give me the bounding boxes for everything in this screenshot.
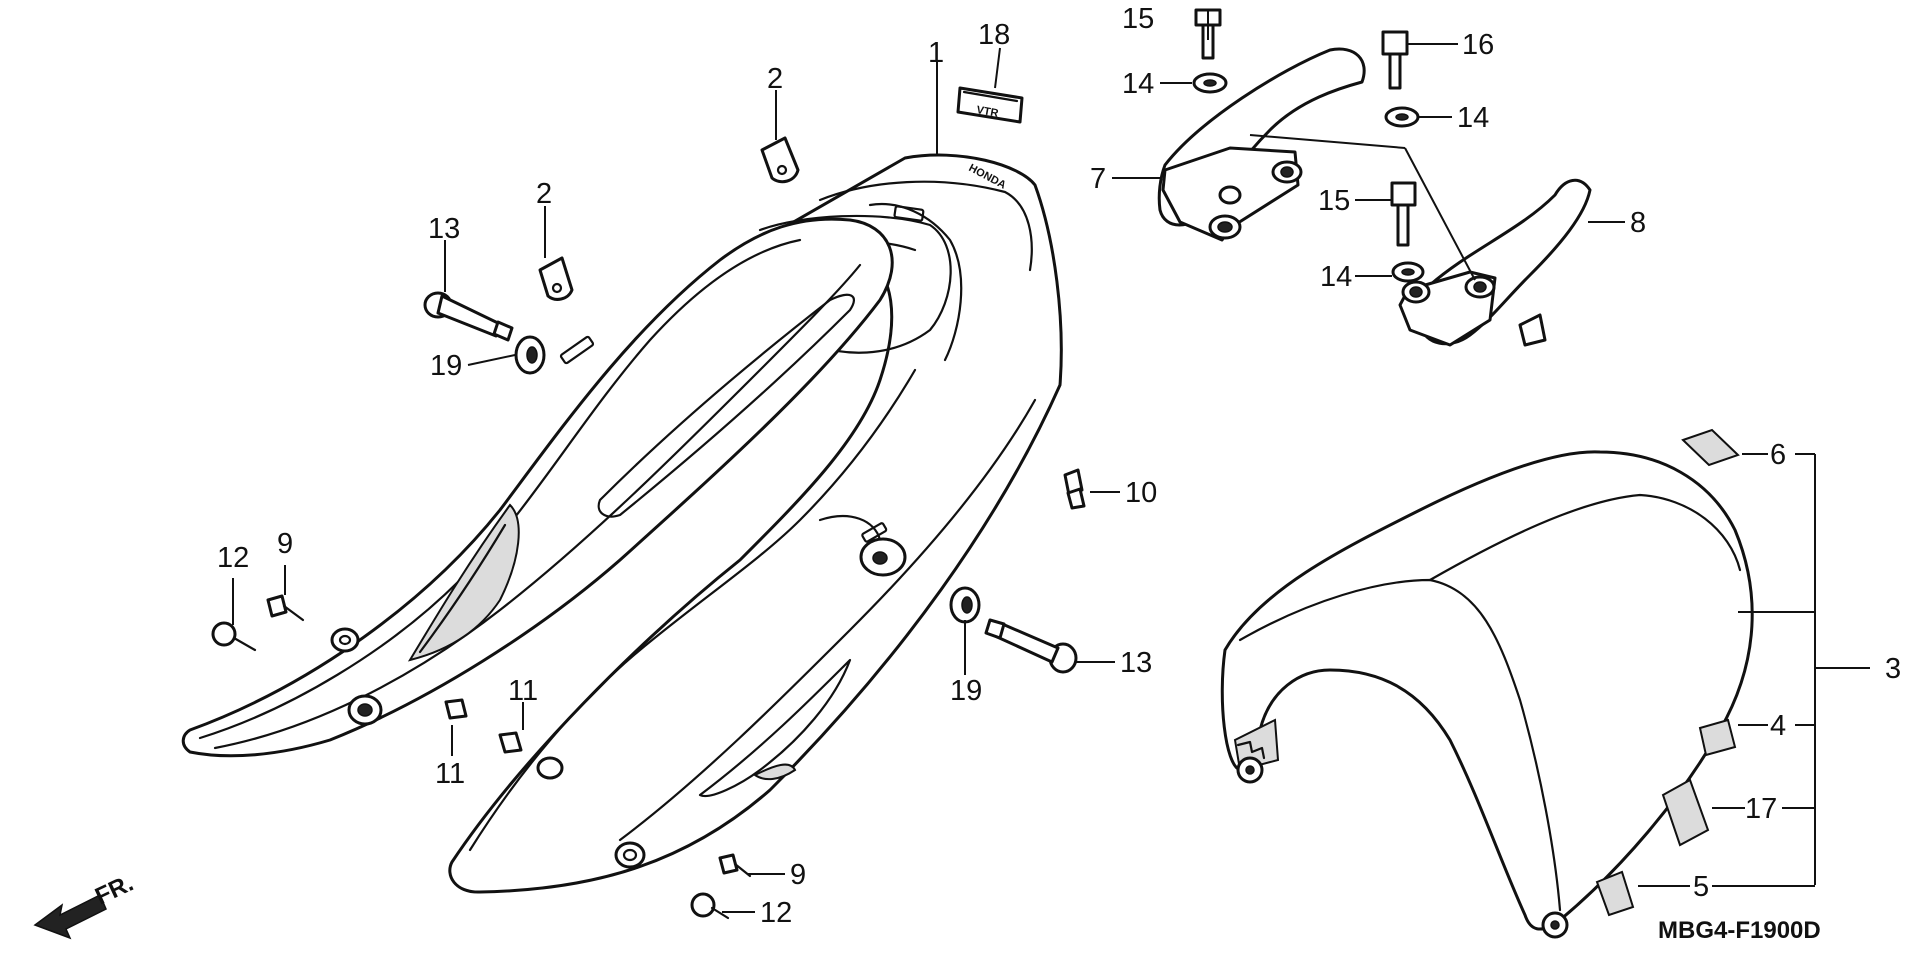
washer-14-right xyxy=(1384,106,1420,128)
collar-bolt-13-lower xyxy=(984,618,1078,674)
tab-clip-lower xyxy=(538,256,574,301)
front-arrow-icon xyxy=(33,893,107,940)
rear-cowl: HONDA xyxy=(448,153,1063,894)
callout-labels: 1 2 2 3 4 5 6 7 8 9 9 10 11 11 12 12 13 … xyxy=(217,3,1901,929)
washer-14-mid xyxy=(1391,261,1425,283)
callout-2-lower: 2 xyxy=(536,178,552,210)
pad-17 xyxy=(1661,778,1710,847)
callout-11-left: 11 xyxy=(435,758,465,790)
callout-15-top: 15 xyxy=(1122,3,1154,35)
pad-5 xyxy=(1595,870,1635,917)
callout-1: 1 xyxy=(928,37,944,69)
vtr-emblem: VTR xyxy=(956,86,1024,124)
callout-13-upper: 13 xyxy=(428,213,460,245)
front-direction-indicator: FR. xyxy=(33,870,138,940)
bolt-12-left xyxy=(211,621,257,652)
tab-clip-upper xyxy=(760,136,800,184)
callout-12-left: 12 xyxy=(217,542,249,574)
washer-14-top xyxy=(1192,72,1228,94)
diagram-code: MBG4-F1900D xyxy=(1658,917,1821,944)
callout-14-right: 14 xyxy=(1457,102,1489,134)
grab-rail-right xyxy=(1398,179,1592,347)
screw-10 xyxy=(1063,468,1086,510)
callout-10: 10 xyxy=(1125,477,1157,509)
callout-17: 17 xyxy=(1745,793,1777,825)
pad-6 xyxy=(1681,428,1740,467)
callout-5: 5 xyxy=(1693,871,1709,903)
callout-3: 3 xyxy=(1885,653,1901,685)
callout-19-lower: 19 xyxy=(950,675,982,707)
callout-14-top: 14 xyxy=(1122,68,1154,100)
emblem-text: VTR xyxy=(975,104,999,120)
seat xyxy=(1220,450,1754,939)
collar-19-lower xyxy=(949,586,981,624)
callout-19-upper: 19 xyxy=(430,350,462,382)
pad-4 xyxy=(1698,718,1737,757)
callout-8: 8 xyxy=(1630,207,1646,239)
callout-15-mid: 15 xyxy=(1318,185,1350,217)
collar-bolt-13-upper xyxy=(423,291,514,342)
bolt-16 xyxy=(1381,30,1409,90)
bolt-12-bottom xyxy=(690,892,730,920)
left-side-panel xyxy=(181,217,894,758)
collar-19-upper xyxy=(514,335,546,375)
callout-2-upper: 2 xyxy=(767,63,783,95)
screw-9-bottom xyxy=(718,853,752,878)
callout-7: 7 xyxy=(1090,163,1106,195)
callout-13-lower: 13 xyxy=(1120,647,1152,679)
screw-9-left xyxy=(266,594,305,622)
callout-16: 16 xyxy=(1462,29,1494,61)
callout-4: 4 xyxy=(1770,710,1786,742)
callout-9-bottom: 9 xyxy=(790,859,806,891)
callout-9-left: 9 xyxy=(277,528,293,560)
leader-lines xyxy=(232,10,1870,913)
nut-11-right xyxy=(498,731,523,754)
callout-6: 6 xyxy=(1770,439,1786,471)
callout-11-right: 11 xyxy=(508,675,538,707)
callout-18: 18 xyxy=(978,19,1010,51)
callout-12-bottom: 12 xyxy=(760,897,792,929)
callout-14-mid: 14 xyxy=(1320,261,1352,293)
bolt-15-mid xyxy=(1390,181,1417,247)
nut-11-left xyxy=(444,698,468,720)
